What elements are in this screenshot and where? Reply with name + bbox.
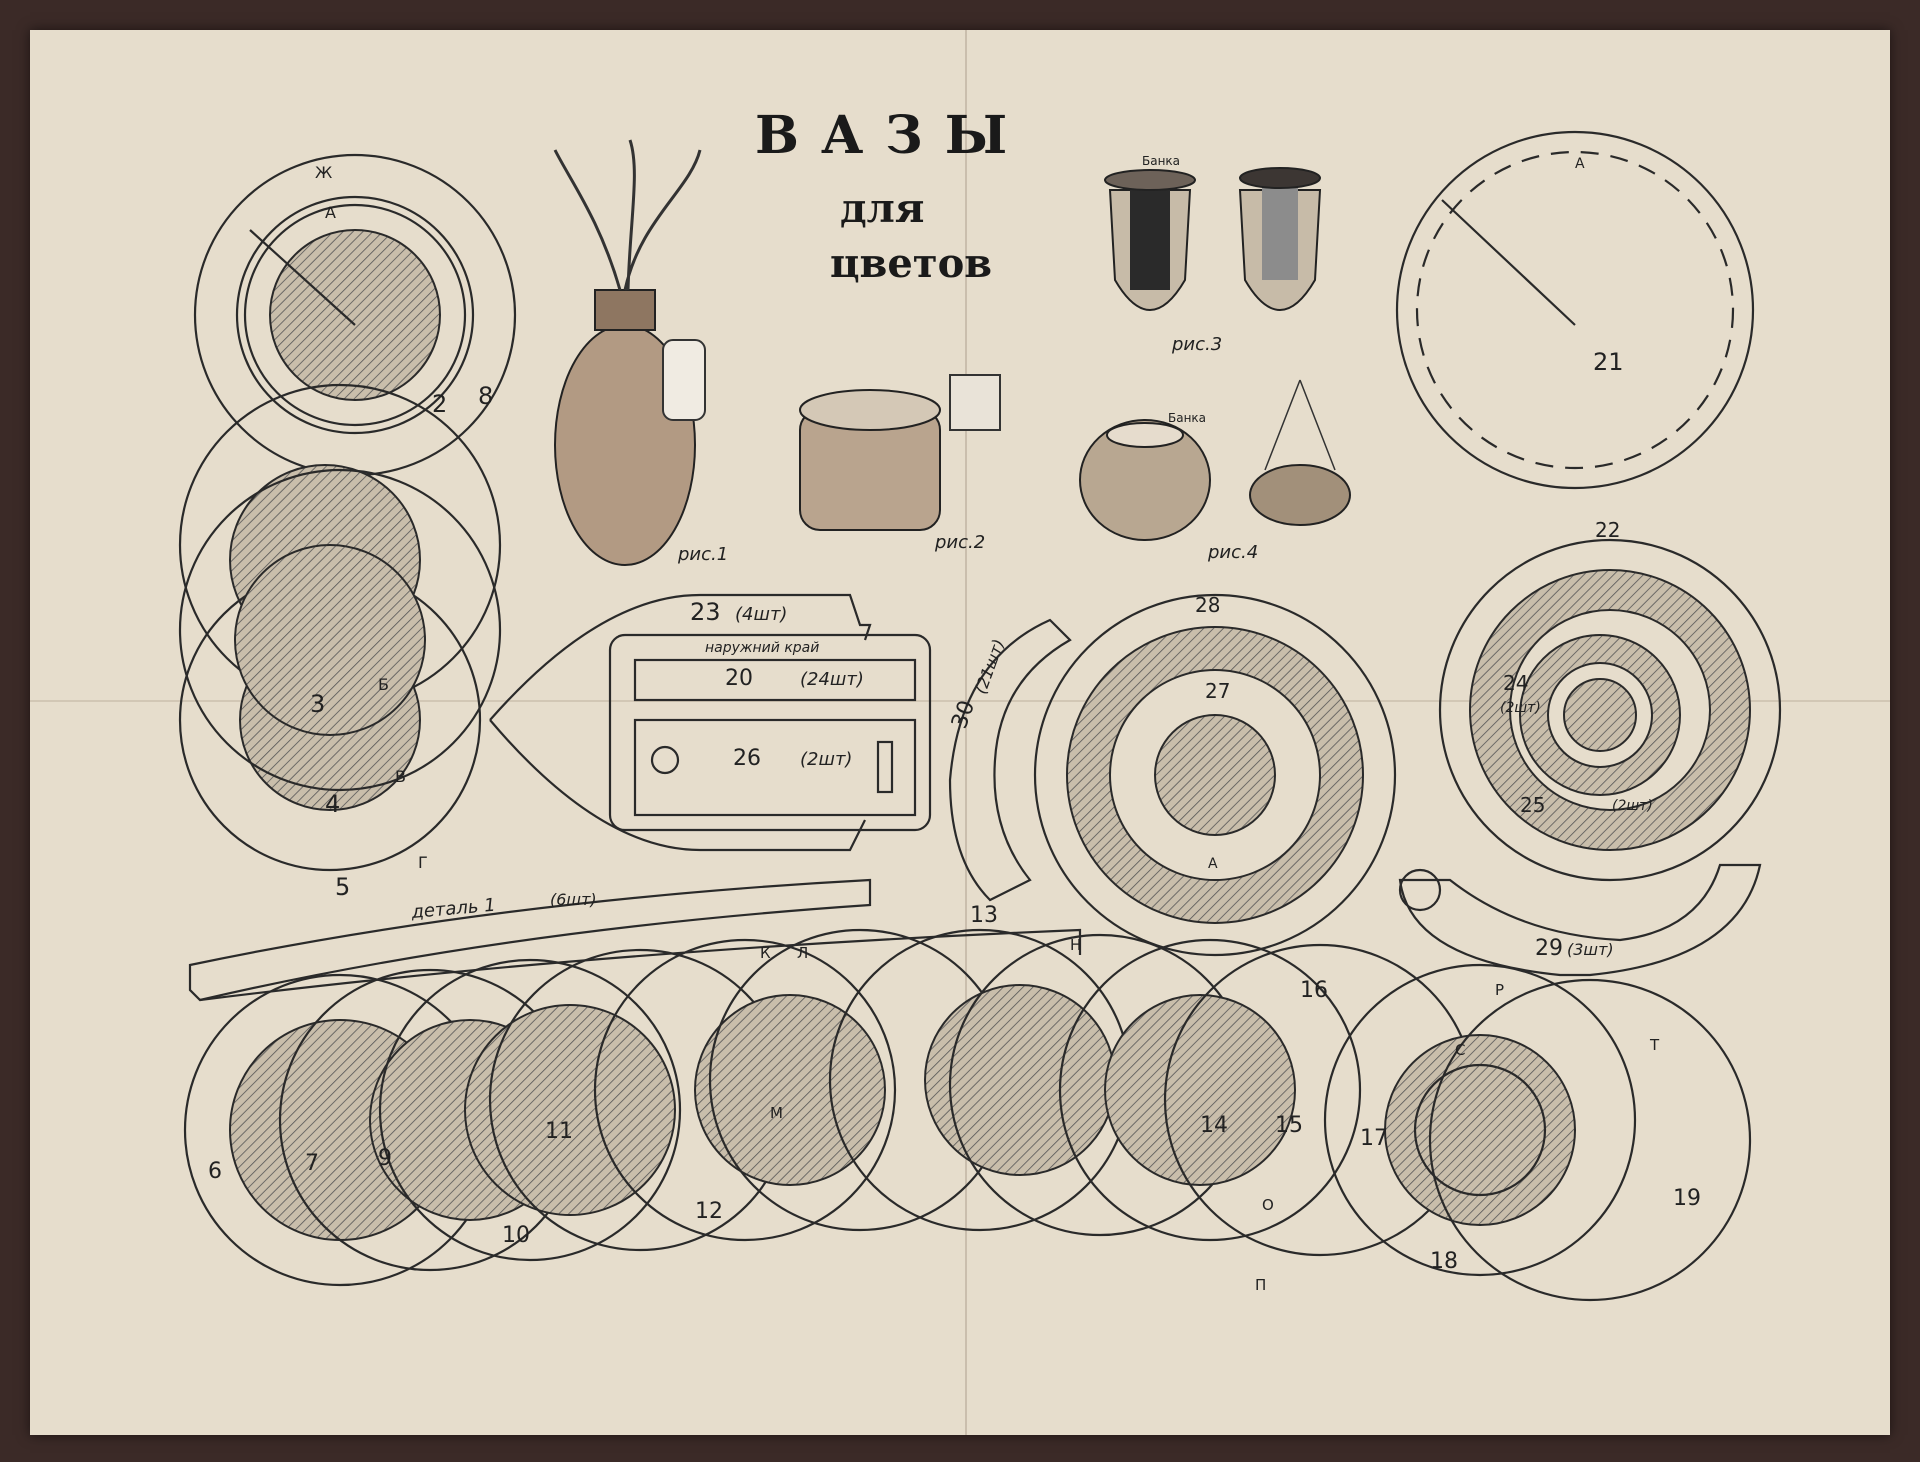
label-part-12: 12 — [695, 1199, 723, 1224]
title-flowers: цветов — [830, 240, 993, 287]
label-fig-3: рис.3 — [1171, 334, 1222, 355]
label-m: М — [770, 1104, 783, 1122]
label-part-23-qty: (4шт) — [735, 604, 787, 625]
label-part-27: 27 — [1205, 679, 1230, 703]
parts-3-4-5 — [178, 383, 502, 872]
label-part-29-qty: (3шт) — [1567, 940, 1614, 959]
label-part-30: 30 — [947, 697, 980, 732]
label-part-24: 24 — [1503, 671, 1528, 695]
label-part-18: 18 — [1430, 1249, 1458, 1274]
label-part-20: 20 — [725, 666, 753, 691]
label-part-25: 25 — [1520, 793, 1545, 817]
label-t: Т — [1649, 1036, 1660, 1054]
title-vases: ВАЗЫ — [755, 105, 1030, 166]
label-a-top: А — [325, 203, 336, 222]
label-part-14: 14 — [1200, 1113, 1228, 1138]
label-part-10: 10 — [502, 1223, 530, 1248]
label-p: П — [1255, 1276, 1266, 1294]
label-part-26: 26 — [733, 746, 761, 771]
label-part-30-qty: (21шт) — [971, 636, 1008, 696]
label-part-8: 8 — [478, 382, 493, 410]
label-fig-2: рис.2 — [934, 532, 985, 553]
label-part-17: 17 — [1360, 1126, 1388, 1151]
label-r: Р — [1495, 981, 1504, 999]
label-detail-1: деталь 1 — [410, 895, 497, 923]
bottom-rings — [183, 928, 1752, 1302]
label-part-22: 22 — [1595, 518, 1620, 542]
part-30 — [948, 618, 1072, 902]
vase-figure-1 — [553, 139, 706, 566]
label-part-11: 11 — [545, 1119, 573, 1144]
label-part-23: 23 — [690, 598, 721, 626]
label-o: О — [1262, 1196, 1274, 1214]
label-k: К — [760, 944, 771, 962]
label-part-26-qty: (2шт) — [800, 749, 852, 770]
label-jar-2: Банка — [1168, 411, 1206, 425]
label-fig-4: рис.4 — [1207, 542, 1258, 563]
parts-22-24-25 — [1438, 538, 1782, 882]
label-s: С — [1455, 1041, 1465, 1059]
label-part-25-qty: (2шт) — [1612, 798, 1653, 814]
label-zh: Ж — [315, 163, 332, 182]
part-29 — [1398, 863, 1762, 977]
label-fig-1: рис.1 — [677, 544, 728, 565]
label-v-left: В — [395, 767, 406, 786]
part-21-gear — [1395, 130, 1755, 490]
label-part-21: 21 — [1593, 348, 1624, 376]
title-for: для — [840, 185, 925, 232]
parts-23-20-26 — [489, 593, 932, 852]
label-a-27: А — [1208, 856, 1218, 872]
label-detail-1-qty: (6шт) — [550, 890, 597, 909]
label-part-28: 28 — [1195, 593, 1220, 617]
label-part-19: 19 — [1673, 1186, 1701, 1211]
label-a-21: А — [1575, 156, 1585, 172]
center-fold — [965, 30, 967, 1435]
label-part-20-qty: (24шт) — [800, 669, 864, 690]
label-jar-1: Банка — [1142, 154, 1180, 168]
vase-figure-2 — [799, 374, 1001, 531]
detail-1-strip — [188, 878, 1082, 1002]
label-part-5: 5 — [335, 873, 350, 901]
horizontal-fold — [30, 700, 1890, 702]
label-part-16: 16 — [1300, 978, 1328, 1003]
label-part-24-qty: (2шт) — [1500, 700, 1541, 716]
label-b-left: Б — [378, 675, 389, 694]
parts-28-27 — [1033, 593, 1397, 957]
label-part-6: 6 — [208, 1159, 222, 1184]
label-part-13: 13 — [970, 903, 998, 928]
label-part-9: 9 — [378, 1146, 392, 1171]
label-l: Л — [797, 944, 808, 962]
label-part-29: 29 — [1535, 936, 1563, 961]
label-g-left: Г — [418, 853, 428, 872]
label-n: Н — [1070, 936, 1081, 954]
part-8-ring — [193, 153, 517, 477]
label-part-7: 7 — [305, 1151, 319, 1176]
label-part-3: 3 — [310, 690, 325, 718]
label-part-15: 15 — [1275, 1113, 1303, 1138]
vase-figure-4 — [1079, 379, 1351, 541]
label-part-2: 2 — [432, 390, 447, 418]
label-part-4: 4 — [325, 790, 340, 818]
label-outer-edge: наружний край — [705, 640, 819, 656]
vase-figure-3 — [1104, 167, 1322, 311]
